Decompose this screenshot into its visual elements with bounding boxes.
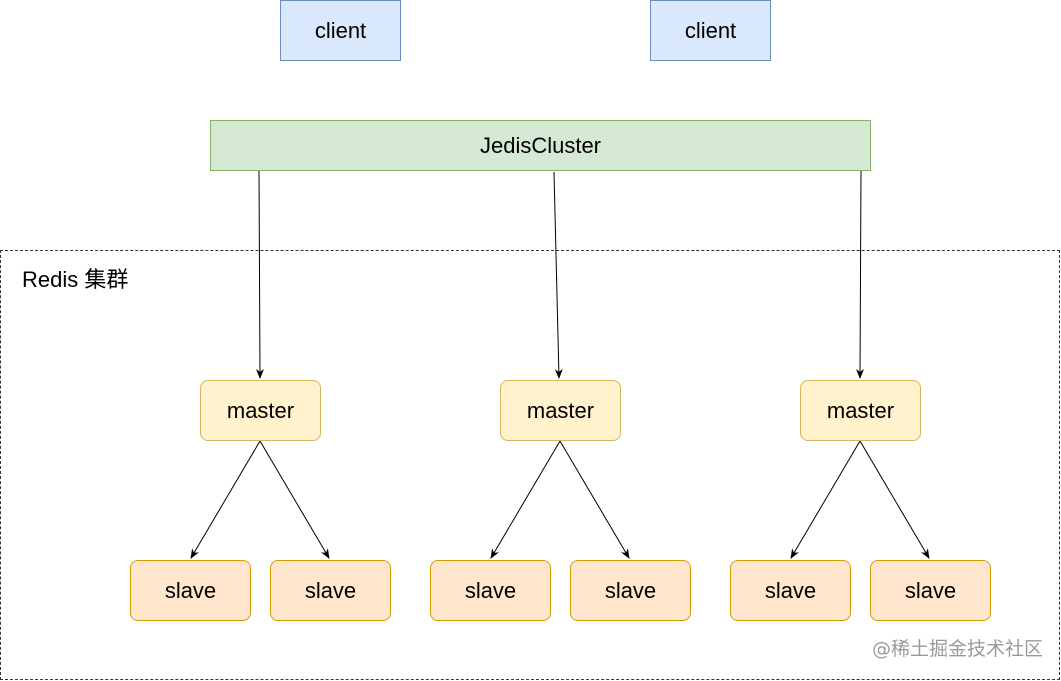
slave-node-1a-label: slave [164, 577, 217, 603]
redis-cluster-group [0, 250, 1060, 680]
edge-master-3-slave-2 [859, 440, 930, 559]
edge-jediscluster-master-3 [856, 169, 865, 379]
edge-master-1-slave-2 [259, 440, 330, 559]
slave-node-3b-label: slave [904, 577, 957, 603]
edge-master-3-slave-1 [790, 440, 861, 559]
master-node-2-label: master [526, 397, 595, 423]
jediscluster-label: JedisCluster [479, 132, 602, 158]
watermark-text: @稀土掘金技术社区 [871, 638, 1043, 660]
client-node-1: client [280, 0, 401, 61]
slave-node-1b: slave [270, 560, 391, 621]
master-node-1: master [200, 380, 321, 441]
redis-cluster-label: Redis 集群 [22, 267, 129, 292]
slave-node-3a: slave [730, 560, 851, 621]
jediscluster-node: JedisCluster [210, 120, 871, 171]
edge-master-1-slave-1 [190, 440, 261, 559]
slave-node-2b: slave [570, 560, 691, 621]
client-node-2: client [650, 0, 771, 61]
edge-master-2-slave-2 [559, 440, 630, 559]
master-node-3: master [800, 380, 921, 441]
client-node-1-label: client [314, 17, 367, 43]
edge-jediscluster-master-2 [553, 171, 563, 379]
edge-jediscluster-master-1 [255, 169, 264, 379]
slave-node-2a-label: slave [464, 577, 517, 603]
slave-node-3a-label: slave [764, 577, 817, 603]
client-node-2-label: client [684, 17, 737, 43]
master-node-1-label: master [226, 397, 295, 423]
slave-node-1a: slave [130, 560, 251, 621]
slave-node-3b: slave [870, 560, 991, 621]
master-node-2: master [500, 380, 621, 441]
slave-node-2a: slave [430, 560, 551, 621]
master-node-3-label: master [826, 397, 895, 423]
slave-node-1b-label: slave [304, 577, 357, 603]
edge-master-2-slave-1 [490, 440, 561, 559]
slave-node-2b-label: slave [604, 577, 657, 603]
